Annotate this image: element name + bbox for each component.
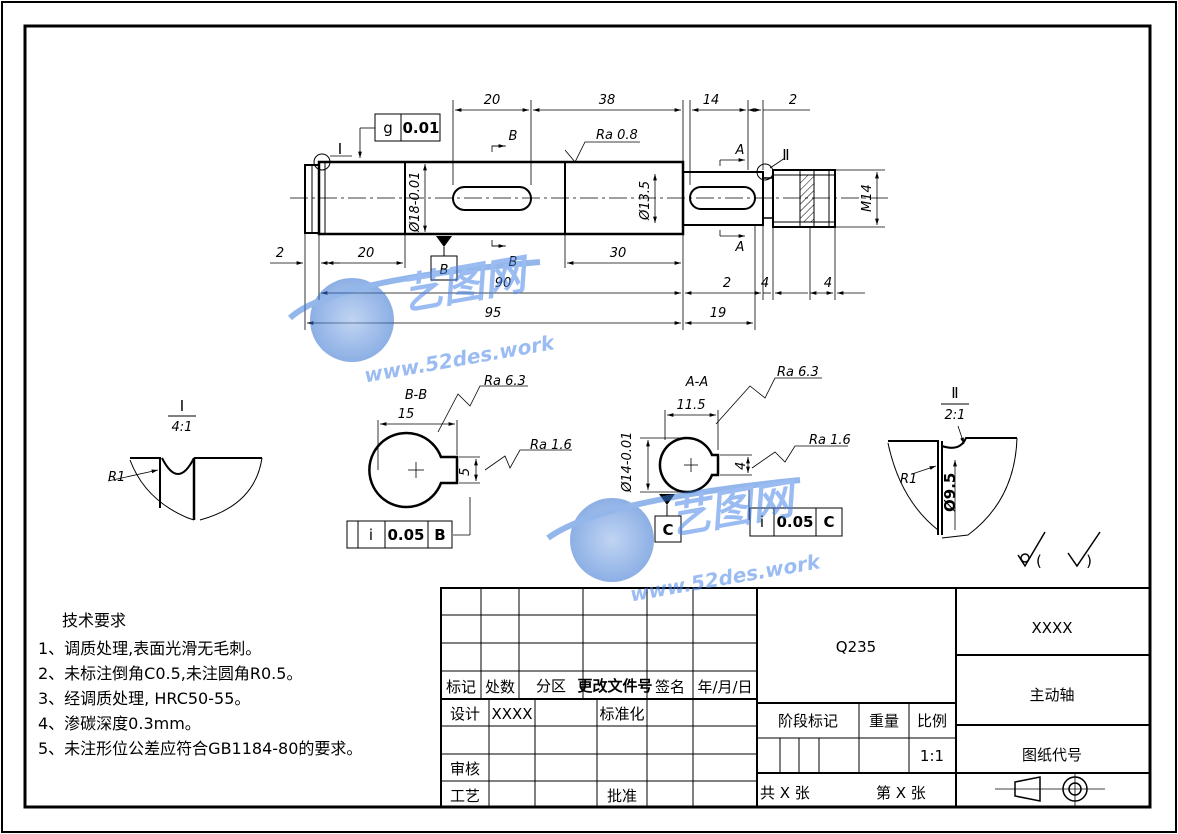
tb-standardize: 标准化: [599, 705, 644, 723]
bb-tol-symbol: i: [369, 526, 373, 544]
dia-13-5: Ø13.5: [638, 181, 653, 221]
title-block-text: 标记 处数 分区 更改文件号 签名 年/月/日 设计 XXXX 标准化 审核 工…: [446, 619, 1082, 805]
section-mark-b-top: B: [509, 129, 518, 144]
section-mark-a-top: A: [735, 143, 745, 158]
tb-sheet-no: 第 X 张: [876, 784, 926, 802]
main-dimension-lines: [270, 100, 885, 330]
detail-i-title: I: [180, 397, 184, 415]
dim-19: 19: [710, 306, 727, 321]
tb-company: XXXX: [1031, 619, 1072, 637]
tech-req-item-1: 1、调质处理,表面光滑无毛刺。: [38, 639, 261, 658]
tb-part-name: 主动轴: [1029, 686, 1074, 704]
dim-4b: 4: [824, 276, 832, 291]
tb-header-date: 年/月/日: [697, 678, 752, 696]
watermark-1: 艺图网 www.52des.work: [287, 249, 558, 387]
general-roughness-brackets: ( ): [1036, 552, 1092, 570]
aa-tol-datum: C: [823, 513, 834, 531]
tb-material: Q235: [836, 638, 876, 656]
watermark-url-2: www.52des.work: [628, 549, 823, 606]
dim-4a: 4: [761, 276, 769, 291]
dim-30: 30: [610, 246, 627, 261]
tech-req-item-5: 5、未注形位公差应符合GB1184-80的要求。: [38, 739, 362, 758]
detail-ii-diameter: Ø9.5: [941, 473, 959, 512]
tb-scale-label: 比例: [917, 712, 947, 730]
roughness-main: Ra 0.8: [596, 128, 638, 143]
tb-scale: 1:1: [920, 747, 944, 765]
detail-mark-i: I: [338, 140, 342, 158]
tb-sheets: 共 X 张: [760, 784, 810, 802]
tb-review: 审核: [450, 760, 480, 778]
aa-tol-symbol: i: [760, 513, 764, 531]
title-block: [440, 587, 1151, 808]
dim-20-top: 20: [484, 93, 501, 108]
tb-header-change: 更改文件号: [577, 677, 652, 695]
tol-top-value: 0.01: [402, 119, 439, 137]
section-aa-key: 4: [734, 462, 749, 470]
section-bb-tolerance: i 0.05 B: [346, 520, 453, 549]
dim-20-bottom: 20: [358, 246, 375, 261]
section-bb-key: 5: [458, 468, 473, 476]
bb-tol-value: 0.05: [387, 526, 424, 544]
dim-90: 90: [495, 276, 512, 291]
watermark-url-1: www.52des.work: [362, 330, 557, 387]
detail-mark-ii: Ⅱ: [782, 146, 789, 164]
dim-2-right: 2: [723, 276, 731, 291]
general-roughness-mark: [1017, 531, 1101, 568]
datum-c-label: C: [662, 521, 673, 539]
section-aa-view: [640, 377, 848, 520]
section-bb-title: B-B: [405, 388, 427, 403]
section-bb-ra2: Ra 1.6: [530, 438, 572, 453]
tb-stage-mark: 阶段标记: [778, 712, 838, 730]
tb-header-count: 处数: [485, 678, 515, 696]
tb-header-mark: 标记: [446, 678, 476, 696]
detail-i-scale: 4:1: [172, 420, 193, 435]
section-bb-width: 15: [398, 407, 415, 422]
main-view-labels: 20 38 14 2 2 20 30 90 95 2 4 4 19 Ø18-0.…: [276, 93, 875, 321]
tb-drawing-no: 图纸代号: [1022, 746, 1082, 764]
tech-req-title: 技术要求: [62, 611, 126, 630]
detail-ii-title: Ⅱ: [951, 384, 958, 402]
tech-req-item-3: 3、经调质处理, HRC50-55。: [38, 689, 250, 708]
tech-req-item-4: 4、渗碳深度0.3mm。: [38, 714, 201, 733]
tb-design: 设计: [450, 705, 480, 723]
section-aa-ra1: Ra 6.3: [777, 365, 819, 380]
section-aa-diameter: Ø14-0.01: [620, 432, 635, 493]
dim-2-top: 2: [789, 93, 797, 108]
watermark-brand-1: 艺图网: [397, 249, 536, 320]
tech-requirements: 技术要求 1、调质处理,表面光滑无毛刺。 2、未标注倒角C0.5,未注圆角R0.…: [38, 611, 362, 758]
detail-i-radius: R1: [108, 470, 125, 485]
tb-designer: XXXX: [491, 705, 532, 723]
aa-tol-value: 0.05: [776, 513, 813, 531]
tb-header-zone: 分区: [536, 677, 566, 695]
tb-header-sign: 签名: [655, 678, 685, 696]
main-shaft-view: [290, 153, 890, 236]
detail-i-view: [107, 415, 263, 521]
tech-req-item-2: 2、未标注倒角C0.5,未注圆角R0.5。: [38, 664, 302, 683]
section-aa-tolerance: i 0.05 C: [749, 507, 843, 537]
section-bb-ra1: Ra 6.3: [484, 374, 526, 389]
section-mark-a-bottom: A: [735, 240, 745, 255]
detail-ii-radius: R1: [900, 472, 917, 487]
watermark-2: 艺图网 www.52des.work: [546, 473, 824, 606]
detail-ii-view: [887, 403, 1018, 539]
dim-2-left: 2: [276, 246, 284, 261]
section-aa-ra2: Ra 1.6: [809, 433, 851, 448]
bb-tol-datum: B: [434, 526, 445, 544]
tb-approve: 批准: [607, 787, 637, 805]
tb-weight: 重量: [869, 712, 899, 730]
detail-ii-scale: 2:1: [945, 408, 966, 423]
tb-process: 工艺: [450, 787, 480, 805]
dia-18: Ø18-0.01: [408, 172, 423, 233]
dim-95: 95: [485, 306, 502, 321]
dim-14: 14: [703, 93, 720, 108]
section-bb-view: [368, 385, 572, 536]
section-aa-width: 11.5: [677, 398, 706, 413]
tol-top-symbol: g: [383, 119, 393, 137]
thread-m14: M14: [860, 184, 875, 212]
dim-38: 38: [599, 93, 616, 108]
section-aa-title: A-A: [685, 375, 708, 390]
tolerance-frame-top: g 0.01: [374, 113, 441, 142]
